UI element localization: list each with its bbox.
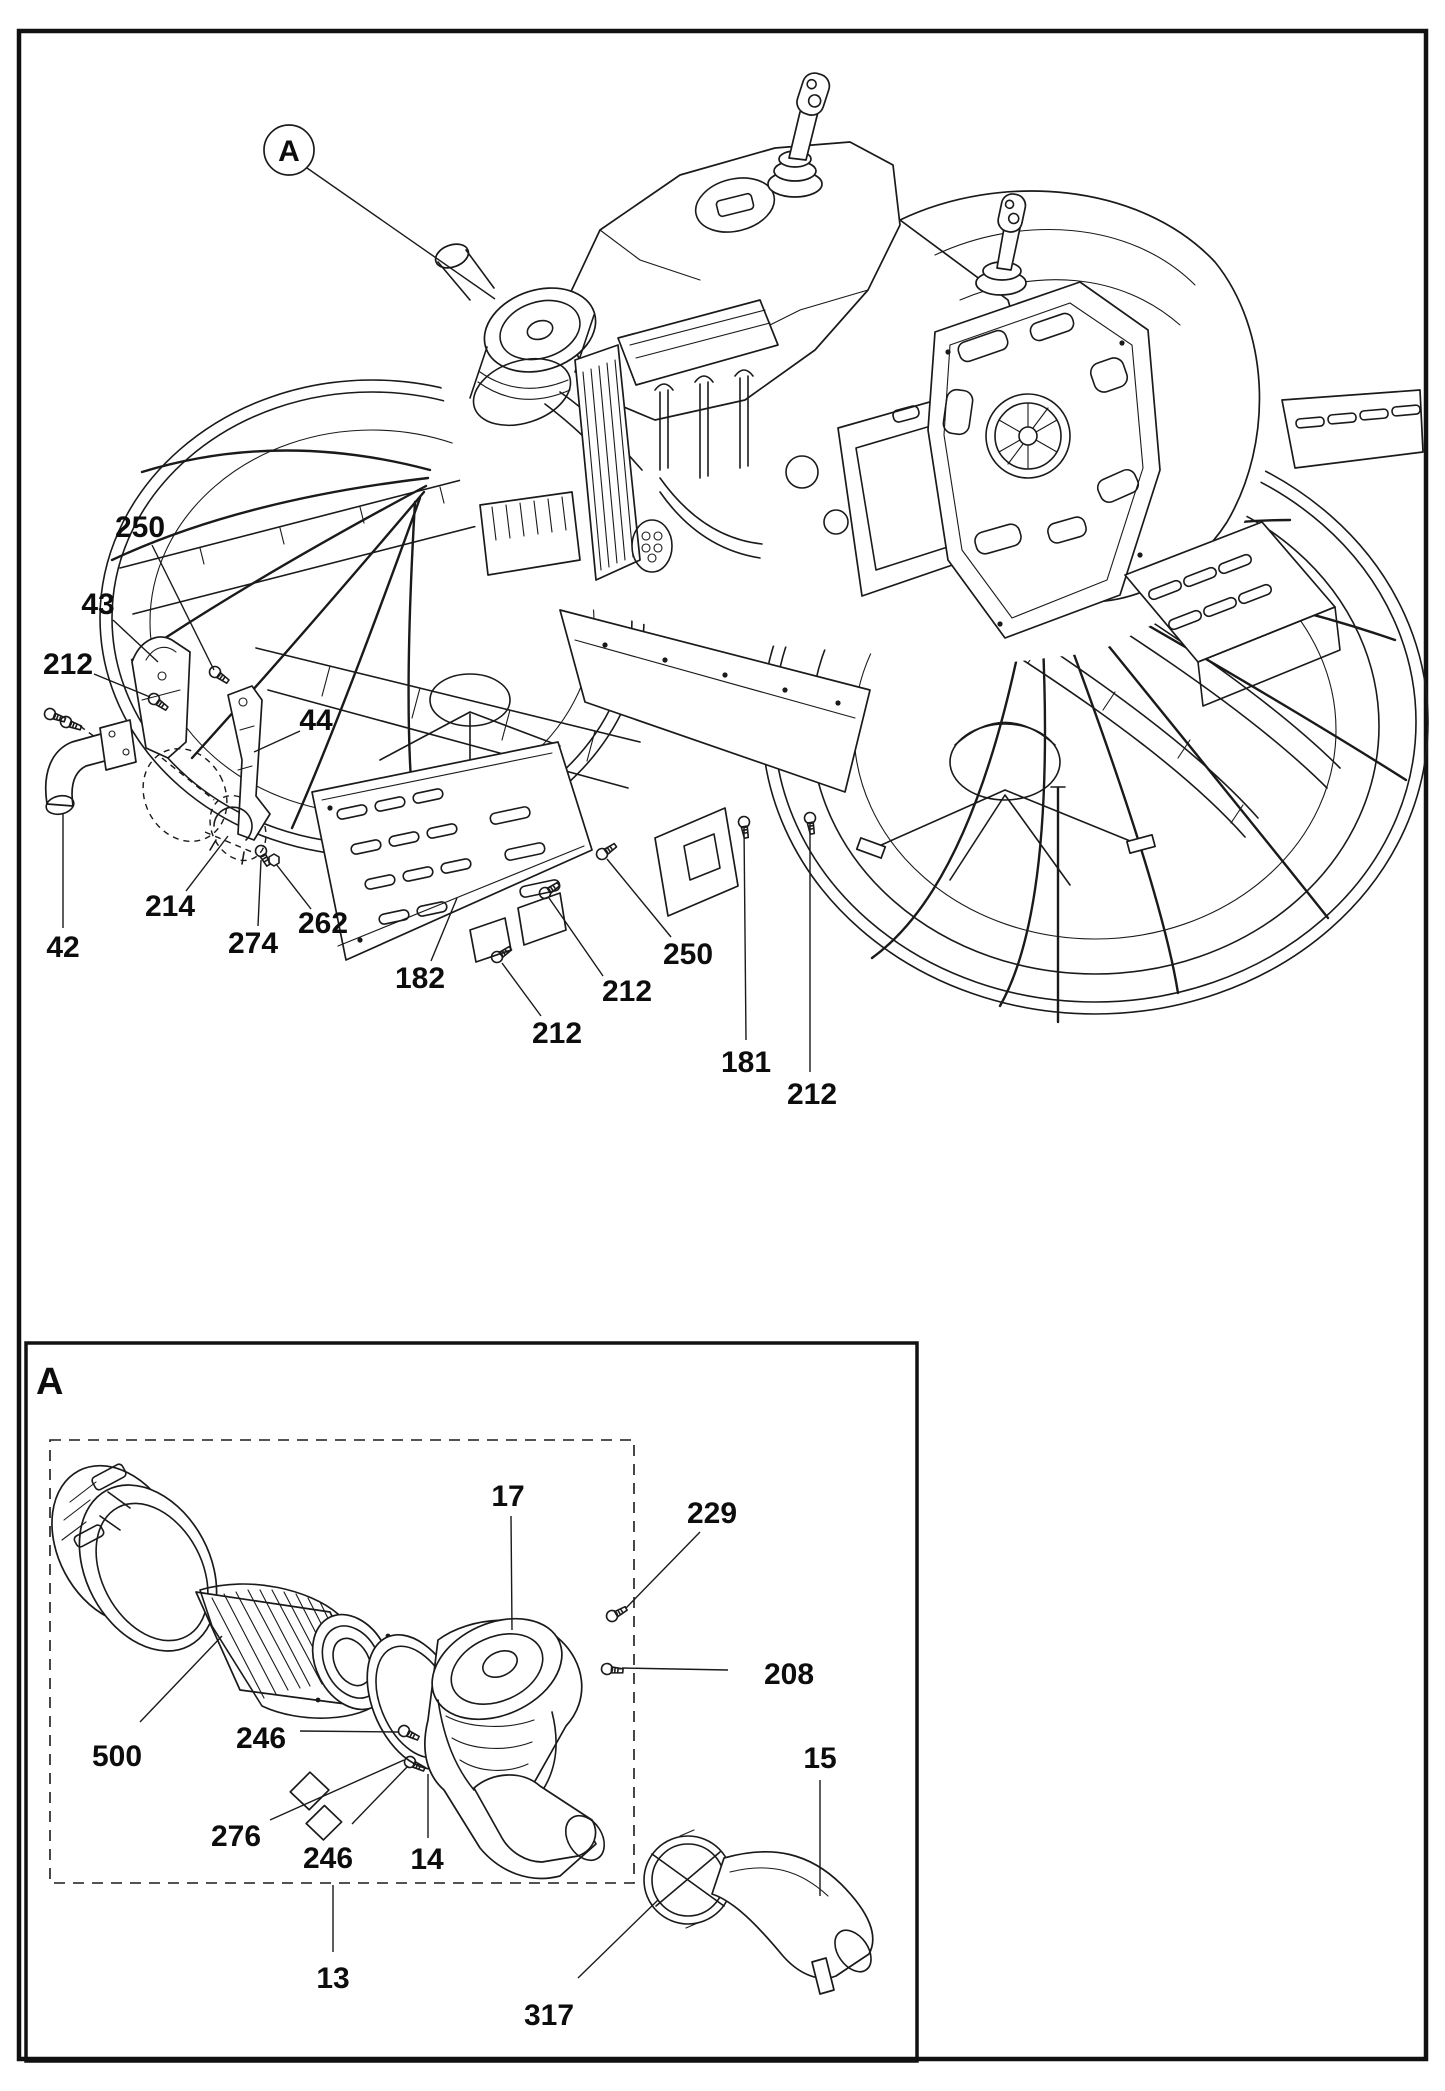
part-label-42: 42 — [46, 931, 79, 964]
part-label-262: 262 — [298, 907, 348, 940]
part-label-229: 229 — [687, 1497, 737, 1530]
screw-icon — [736, 814, 753, 840]
part-label-246-a: 246 — [236, 1722, 286, 1755]
screw-icon — [600, 1662, 625, 1677]
base-deck — [559, 609, 871, 793]
part-label-17: 17 — [491, 1480, 524, 1513]
rear-louver-band — [1281, 389, 1424, 469]
screw-icon — [58, 714, 84, 734]
part-label-212-a: 212 — [43, 648, 93, 681]
part-label-14: 14 — [410, 1843, 444, 1876]
screw-icon — [42, 706, 68, 726]
detail-box-border — [24, 1341, 919, 2063]
engine — [479, 299, 849, 581]
screw-icon — [206, 663, 233, 687]
mount-foot — [289, 1771, 330, 1811]
screw-icon — [593, 839, 620, 863]
part-label-212-d: 212 — [787, 1078, 837, 1111]
part-label-246-b: 246 — [303, 1842, 353, 1875]
part-label-317: 317 — [524, 1999, 574, 2032]
part-label-212-c: 212 — [602, 975, 652, 1008]
flange-plate — [517, 892, 567, 946]
part-label-15: 15 — [803, 1742, 836, 1775]
muffler-bracket — [227, 685, 271, 841]
part-label-276: 276 — [211, 1820, 261, 1853]
detail-callout-A: A — [263, 124, 496, 300]
part-label-208: 208 — [764, 1658, 814, 1691]
filter-housing — [289, 1617, 606, 1880]
mount-bracket — [654, 807, 739, 917]
trowel-machine-illustration: A 250 43 212 44 214 274 262 42 182 212 — [42, 72, 1429, 1111]
mount-foot — [305, 1804, 343, 1841]
exhaust-clamp — [209, 806, 253, 865]
filter-cover — [51, 1463, 218, 1652]
part-label-43: 43 — [81, 588, 114, 621]
detail-section-header: A — [36, 1361, 63, 1403]
part-labels-detail: 17 229 208 500 246 276 246 14 15 13 317 — [92, 1480, 837, 2032]
part-label-13: 13 — [316, 1962, 349, 1995]
right-step-platform — [1124, 521, 1341, 707]
heat-shield-upper — [131, 636, 191, 759]
hose-nipple — [811, 1957, 835, 1995]
right-tower-panel — [927, 281, 1161, 639]
part-labels-main: 250 43 212 44 214 274 262 42 182 212 212… — [43, 511, 837, 1111]
louvered-panel — [311, 741, 593, 961]
part-label-182: 182 — [395, 962, 445, 995]
nut-icon — [268, 853, 280, 867]
housing-outlet — [473, 1774, 597, 1863]
detail-callout-letter: A — [278, 135, 300, 168]
part-label-181: 181 — [721, 1046, 771, 1079]
part-label-250-b: 250 — [663, 938, 713, 971]
left-joystick — [767, 72, 831, 198]
part-label-274: 274 — [228, 927, 278, 960]
screw-icon — [603, 1602, 630, 1625]
battery — [479, 491, 581, 576]
part-label-44: 44 — [299, 704, 333, 737]
intake-hose — [643, 1829, 874, 1995]
page-border — [16, 28, 1429, 2062]
cooling-fan — [985, 393, 1071, 479]
muffler-exploded-group — [42, 636, 280, 869]
part-label-500: 500 — [92, 1740, 142, 1773]
part-label-214: 214 — [145, 890, 195, 923]
part-label-212-b: 212 — [532, 1017, 582, 1050]
part-label-250-a: 250 — [115, 511, 165, 544]
right-joystick — [975, 193, 1027, 296]
dashed-boundary — [49, 1439, 635, 1884]
screw-icon — [802, 810, 819, 836]
housing-dome — [431, 1617, 563, 1721]
detail-box-A: A — [24, 1341, 919, 2063]
exhaust-elbow-pipe — [44, 719, 137, 816]
